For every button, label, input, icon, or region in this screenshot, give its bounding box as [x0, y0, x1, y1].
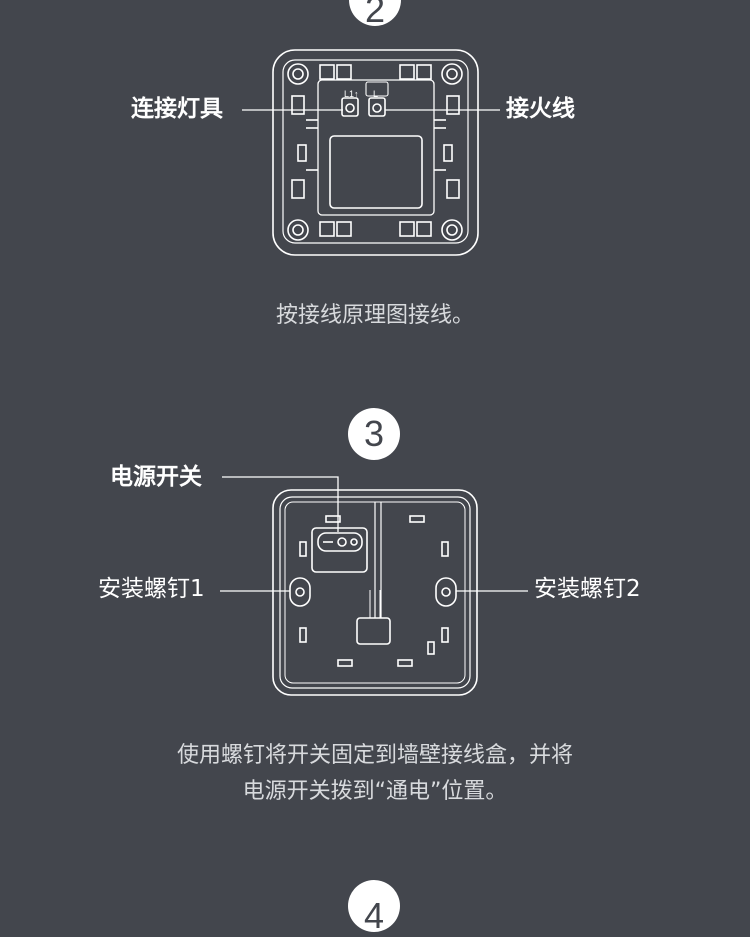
step-4-badge: 4 — [348, 880, 400, 936]
step-3-caption-line2: 电源开关拨到“通电”位置。 — [242, 779, 508, 804]
switch-front-diagram — [220, 476, 528, 696]
base-outer-frame — [272, 489, 478, 696]
screw1-label: 安装螺钉1 — [98, 576, 205, 602]
step-2-number: 2 — [364, 0, 386, 30]
step-3-number: 3 — [363, 413, 385, 454]
lamp-label: 连接灯具 — [131, 96, 223, 122]
screw2-label: 安装螺钉2 — [534, 576, 641, 602]
switch-back-diagram — [242, 49, 500, 256]
step-2-caption: 按接线原理图接线。 — [275, 303, 474, 328]
step-4-number: 4 — [363, 895, 385, 936]
instruction-page: 2 — [98, 0, 641, 932]
step-3-caption-line1: 使用螺钉将开关固定到墙壁接线盒，并将 — [176, 743, 573, 768]
switch-diagrams: L1↑ L — [220, 49, 528, 696]
power-switch-leader-line — [222, 476, 339, 532]
terminal-l-text: L — [373, 89, 378, 99]
live-wire-label: 接火线 — [506, 96, 575, 122]
step-3-badge: 3 — [348, 408, 400, 460]
switch-outer-frame — [272, 49, 479, 256]
terminal-l1-text: L1↑ — [344, 89, 359, 99]
power-switch-label: 电源开关 — [110, 464, 202, 490]
